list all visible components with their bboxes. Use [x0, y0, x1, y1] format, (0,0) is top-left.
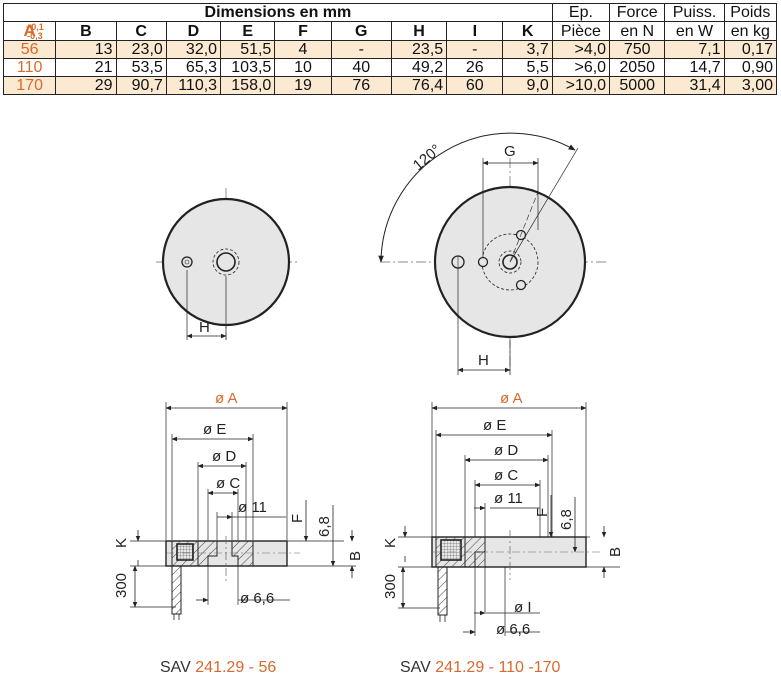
table-row: 170 29 90,7 110,3 158,0 19 76 76,4 60 9,…	[2, 76, 778, 95]
dim-phi-d: ø D	[212, 448, 236, 465]
a-tol-plus: +0,1	[26, 22, 44, 32]
cell-h: 76,4	[390, 76, 448, 95]
cell-ep: >10,0	[551, 76, 611, 95]
dim-cable: 300	[382, 574, 399, 599]
dim-f: F	[289, 514, 306, 523]
dim-68: 6,8	[558, 509, 575, 530]
dim-68: 6,8	[316, 516, 333, 537]
cell-b: 29	[55, 76, 117, 95]
center-bore	[216, 252, 236, 272]
cell-ep: >4,0	[551, 40, 611, 59]
cell-k: 9,0	[502, 76, 553, 95]
cell-a: 170	[2, 76, 57, 95]
poids-header-line2: en kg	[723, 21, 778, 41]
section-view-large: ø A ø E ø D ø C ø 11 300	[382, 390, 624, 638]
cell-c: 90,7	[115, 76, 167, 95]
cell-e: 51,5	[220, 40, 276, 59]
mount-hole	[515, 279, 527, 291]
dim-phi-66: ø 6,6	[240, 590, 274, 607]
cell-puiss: 31,4	[664, 76, 725, 95]
caption-left-prefix: SAV	[160, 659, 195, 676]
cell-d: 32,0	[165, 40, 222, 59]
dim-phi-i: ø I	[514, 599, 532, 616]
cable-hole	[181, 256, 193, 268]
cell-a: 56	[2, 40, 57, 59]
cell-poids: 0,17	[723, 40, 778, 59]
coil	[176, 543, 194, 561]
cell-ep: >6,0	[551, 58, 611, 77]
dim-phi-11: ø 11	[238, 499, 267, 516]
top-view-large: 120° G H	[378, 132, 606, 375]
cell-h: 23,5	[390, 40, 448, 59]
table-row: 110 21 53,5 65,3 103,5 10 40 49,2 26 5,5…	[2, 58, 778, 77]
mount-hole	[477, 256, 489, 268]
col-header-a: A +0,1 -0,3	[2, 21, 57, 41]
dim-phi-a: ø A	[500, 390, 523, 407]
dim-b: B	[607, 547, 624, 557]
dim-phi-c: ø C	[216, 475, 240, 492]
caption-right-prefix: SAV	[400, 659, 435, 676]
dim-k: K	[382, 538, 399, 548]
table-row: 56 13 23,0 32,0 51,5 4 - 23,5 - 3,7 >4,0…	[2, 40, 778, 59]
cell-d: 110,3	[165, 76, 222, 95]
angle-label: 120°	[410, 141, 445, 174]
dim-k: K	[113, 538, 130, 548]
top-view-small: H	[156, 188, 300, 340]
dim-h-left: H	[199, 319, 210, 336]
cell-d: 65,3	[165, 58, 222, 77]
dim-g: G	[504, 143, 516, 160]
header-row-2: A +0,1 -0,3 B C D E F G H I K Pièce en N…	[2, 21, 778, 41]
dim-cable: 300	[113, 573, 130, 598]
cell-poids: 3,00	[723, 76, 778, 95]
col-header-g: G	[330, 21, 392, 41]
cell-f: 19	[274, 76, 332, 95]
ep-header-line2: Pièce	[551, 21, 611, 41]
cell-f: 4	[274, 40, 332, 59]
dim-phi-a: ø A	[215, 390, 238, 407]
caption-left-code: 241.29 - 56	[195, 659, 276, 676]
a-tol-minus: -0,3	[27, 31, 43, 41]
dim-phi-c: ø C	[494, 467, 518, 484]
a-letter: A	[23, 21, 36, 40]
coil	[440, 539, 462, 561]
dim-phi-d: ø D	[494, 442, 518, 459]
cell-puiss: 14,7	[664, 58, 725, 77]
header-row-1: Dimensions en mm Ep. Force Puiss. Poids	[3, 3, 778, 22]
cell-c: 23,0	[115, 40, 167, 59]
poids-header-line1: Poids	[723, 3, 778, 22]
specs-table: Dimensions en mm Ep. Force Puiss. Poids …	[2, 3, 778, 95]
cell-g: -	[330, 40, 392, 59]
caption-right: SAV 241.29 - 110 -170	[400, 659, 561, 676]
dim-f: F	[534, 508, 551, 517]
cell-k: 3,7	[502, 40, 553, 59]
cell-c: 53,5	[115, 58, 167, 77]
cell-e: 103,5	[220, 58, 276, 77]
cell-a: 110	[2, 58, 57, 77]
dim-phi-e: ø E	[203, 421, 226, 438]
dim-h-right: H	[478, 352, 489, 369]
caption-left: SAV 241.29 - 56	[160, 659, 276, 676]
cell-force: 5000	[609, 76, 666, 95]
dim-phi-e: ø E	[483, 417, 506, 434]
cell-poids: 0,90	[723, 58, 778, 77]
section-view-small: ø A ø E ø D ø C ø 11 300	[113, 390, 364, 620]
cell-force: 750	[609, 40, 666, 59]
cell-i: 60	[446, 76, 504, 95]
dim-phi-66: ø 6,6	[496, 621, 530, 638]
caption-right-code: 241.29 - 110 -170	[435, 659, 560, 676]
cell-g: 76	[330, 76, 392, 95]
dim-phi-11: ø 11	[494, 490, 523, 507]
dim-b: B	[347, 551, 364, 561]
a-tolerance: +0,1 -0,3	[26, 23, 44, 41]
